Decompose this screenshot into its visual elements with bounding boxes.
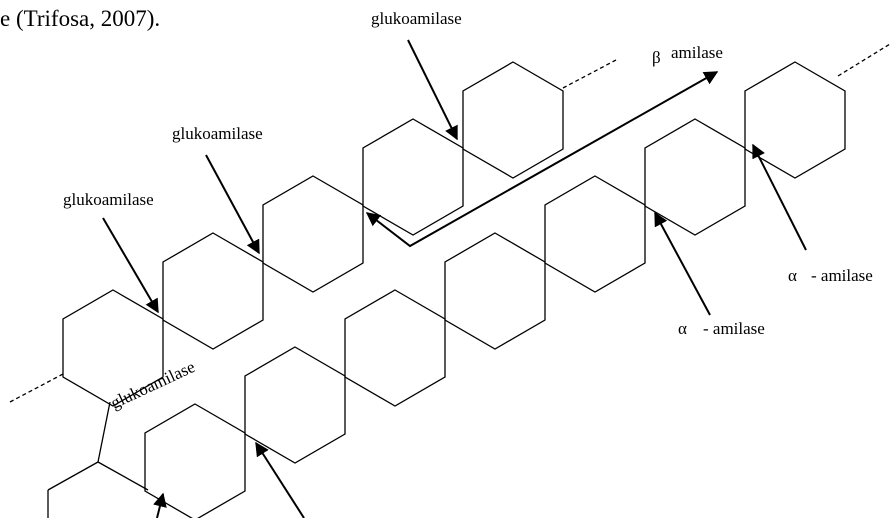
glucose-ring (644, 118, 746, 236)
label-alpha-amylase-right: - amilase (811, 266, 873, 285)
enzyme-arrows (102, 39, 807, 518)
branch-chain (47, 401, 149, 518)
dash-lower-right (837, 43, 891, 77)
branch-bond (97, 461, 149, 491)
glucose-ring (262, 175, 364, 293)
glucose-ring (362, 118, 464, 236)
arrow-bottom-2 (153, 492, 167, 518)
glucose-ring (344, 289, 446, 407)
beta-symbol: β (652, 48, 661, 67)
glucose-ring (544, 175, 646, 293)
label-glucoamylase-top: glukoamilase (371, 9, 462, 28)
arrow-alpha-amylase-right (752, 143, 807, 251)
arrow-glucoamylase-left (102, 217, 159, 314)
branch-bond (97, 401, 111, 463)
label-beta-amylase: amilase (671, 43, 723, 62)
arrow-bottom-1 (255, 441, 305, 518)
glucose-ring (162, 232, 264, 350)
label-alpha-amylase-lower: - amilase (703, 319, 765, 338)
glucose-ring (462, 61, 564, 179)
label-glucoamylase-left: glukoamilase (63, 190, 154, 209)
arrow-alpha-amylase-lower (654, 211, 711, 316)
amylose-chain-upper (62, 61, 564, 407)
figure-caption: e (Trifosa, 2007). (0, 6, 160, 31)
arrow-glucoamylase-upper (205, 154, 260, 255)
alpha-symbol-right: α (788, 266, 797, 285)
label-glucoamylase-branch: glukoamilase (108, 357, 198, 413)
glucose-ring (744, 61, 846, 179)
label-glucoamylase-upper: glukoamilase (172, 124, 263, 143)
alpha-symbol-lower: α (678, 319, 687, 338)
dash-upper-left (9, 373, 64, 403)
glucose-ring (244, 346, 346, 464)
arrow-beta-amylase (365, 71, 719, 248)
arrow-glucoamylase-top (407, 39, 458, 141)
glucose-ring (144, 403, 246, 518)
dash-upper-right (562, 59, 617, 89)
branch-bond (47, 461, 99, 491)
glucose-ring (444, 232, 546, 350)
